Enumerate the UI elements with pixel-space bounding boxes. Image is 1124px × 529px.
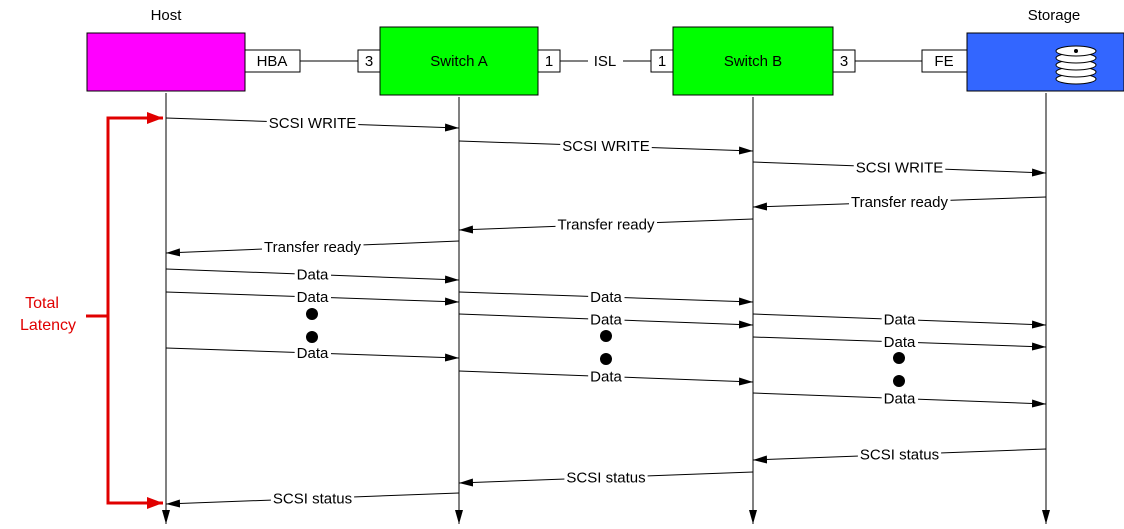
message-label-background xyxy=(881,312,918,328)
message-label: Data xyxy=(297,267,329,284)
message-label: Transfer ready xyxy=(558,217,655,234)
switch-b-port-right xyxy=(832,49,856,73)
message-label: Data xyxy=(297,345,329,362)
switch-a-port-left-label: 3 xyxy=(365,53,373,70)
message-label-background xyxy=(588,312,625,328)
message-label-background xyxy=(270,491,355,507)
message-label-background xyxy=(564,470,648,486)
message-label: SCSI status xyxy=(273,491,352,508)
message-label: Data xyxy=(590,369,622,386)
continuation-dots xyxy=(306,308,905,387)
storage-title: Storage xyxy=(1028,7,1081,24)
host-box xyxy=(86,32,246,92)
message-label: SCSI WRITE xyxy=(562,138,650,155)
message-label: SCSI status xyxy=(566,470,645,487)
message-arrows: SCSI WRITE SCSI WRITE SCSI WRITE Transfer r… xyxy=(165,115,1047,508)
switch-a-port-right-label: 1 xyxy=(545,53,553,70)
host-title: Host xyxy=(151,7,183,24)
continuation-dot xyxy=(600,353,612,365)
switch-b-label: Switch B xyxy=(724,53,782,70)
continuation-dot xyxy=(893,352,905,364)
total-latency-label-line1: Total xyxy=(25,295,59,312)
message-label-background xyxy=(266,116,359,131)
isl-label: ISL xyxy=(594,53,617,70)
latency-bracket-line xyxy=(106,116,162,505)
message-label-background xyxy=(555,217,657,233)
message-label-background xyxy=(588,290,625,305)
switch-b-box xyxy=(672,26,834,96)
fe-port-label: FE xyxy=(934,53,953,70)
continuation-dot xyxy=(306,331,318,343)
continuation-dot xyxy=(600,330,612,342)
hba-port-label: HBA xyxy=(257,53,288,70)
message-label: Data xyxy=(297,289,329,306)
message-label-background xyxy=(294,346,331,361)
message-label-background xyxy=(857,447,942,463)
message-label: Data xyxy=(590,312,622,329)
switch-a-port-right xyxy=(537,49,561,73)
message-label: Data xyxy=(884,391,916,408)
total-latency-bracket: Total Latency xyxy=(20,112,163,509)
message-label-background xyxy=(560,139,652,154)
lifelines xyxy=(162,93,1050,524)
message-label-background xyxy=(849,195,951,210)
continuation-dot xyxy=(893,375,905,387)
message-label-background xyxy=(881,335,918,350)
switch-b-port-left-label: 1 xyxy=(658,53,666,70)
message-label: SCSI status xyxy=(860,447,939,464)
switch-b-port-right-label: 3 xyxy=(840,53,848,70)
message-label: Transfer ready xyxy=(264,239,361,256)
storage-box xyxy=(966,32,1124,92)
message-label-background xyxy=(881,391,918,407)
message-label-background xyxy=(294,267,331,283)
switch-a-label: Switch A xyxy=(430,53,488,70)
message-label-background xyxy=(588,369,625,385)
hba-port xyxy=(244,49,301,73)
message-label: Data xyxy=(590,289,622,306)
message-label: Data xyxy=(884,334,916,351)
message-label: SCSI WRITE xyxy=(269,115,357,132)
message-label: Transfer ready xyxy=(851,194,948,211)
total-latency-label-line2: Latency xyxy=(20,317,76,334)
message-label-background xyxy=(262,240,364,255)
disk-stack-icon xyxy=(1055,45,1097,85)
message-label: SCSI WRITE xyxy=(856,160,944,177)
message-label-background xyxy=(853,160,946,176)
continuation-dot xyxy=(306,308,318,320)
message-label-background xyxy=(294,290,331,305)
message-label: Data xyxy=(884,312,916,329)
